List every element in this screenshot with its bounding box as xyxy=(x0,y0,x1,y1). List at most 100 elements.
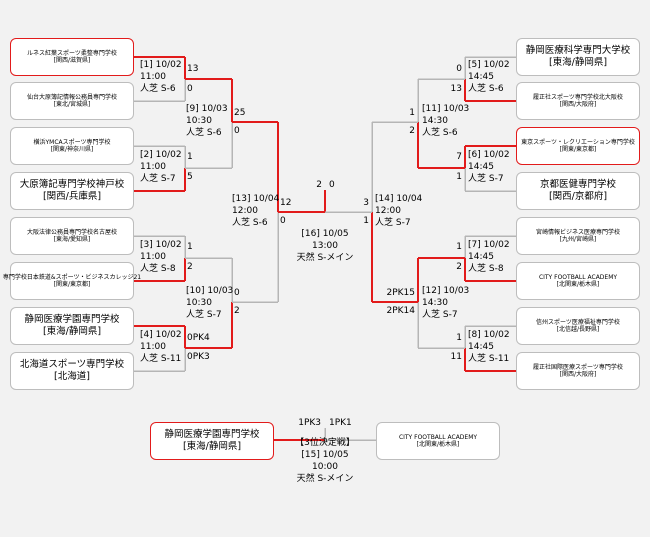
match-time: 11:00 xyxy=(140,342,166,352)
match-venue: 人芝 S-6 xyxy=(422,128,458,138)
match-number: [6] 10/02 xyxy=(468,150,510,160)
match-number: [10] 10/03 xyxy=(186,286,234,296)
score: 0PK4 xyxy=(187,333,210,343)
match-time: 12:00 xyxy=(232,206,258,216)
match-number: [5] 10/02 xyxy=(468,60,510,70)
match-venue: 人芝 S-8 xyxy=(468,264,504,274)
team-name: 静岡医療学園専門学校 xyxy=(164,429,260,441)
match-number: [8] 10/02 xyxy=(468,330,510,340)
team-box-l3: 横浜YMCAスポーツ専門学校[関東/神奈川県] xyxy=(10,127,134,165)
match-time: 13:00 xyxy=(312,241,338,251)
team-region: [東海/愛知県] xyxy=(53,236,91,243)
match-time: 14:45 xyxy=(468,162,494,172)
team-box-t2: CITY FOOTBALL ACADEMY[北関東/栃木県] xyxy=(376,422,500,460)
score: 2 xyxy=(409,126,415,136)
team-name: 東京スポーツ・レクリエーション専門学校 xyxy=(521,138,635,146)
match-number: [12] 10/03 xyxy=(422,286,470,296)
team-region: [東北/宮城県] xyxy=(53,101,91,108)
match-time: 10:00 xyxy=(312,462,338,472)
score: 1 xyxy=(187,152,193,162)
team-region: [関西/大阪府] xyxy=(559,371,597,378)
score: 1PK1 xyxy=(329,418,352,428)
match-time: 11:00 xyxy=(140,162,166,172)
team-name: CITY FOOTBALL ACADEMY xyxy=(538,273,618,281)
team-name: 大原簿記専門学校神戸校 xyxy=(19,179,125,191)
match-venue: 人芝 S-6 xyxy=(186,128,222,138)
team-region: [関西/大阪府] xyxy=(559,101,597,108)
team-region: [関西/京都府] xyxy=(548,191,608,202)
score: 13 xyxy=(187,64,199,74)
team-region: [北関東/栃木県] xyxy=(416,441,460,448)
score: 0 xyxy=(234,288,240,298)
team-region: [北海道] xyxy=(54,371,90,382)
team-region: [東海/静岡県] xyxy=(548,57,608,68)
team-name: 信州スポーツ医療福祉専門学校 xyxy=(536,318,620,326)
match-number: [11] 10/03 xyxy=(422,104,470,114)
match-venue: 人芝 S-8 xyxy=(140,264,176,274)
match-time: 14:45 xyxy=(468,342,494,352)
match-time: 11:00 xyxy=(140,252,166,262)
score: 1 xyxy=(456,242,462,252)
score: 0 xyxy=(187,84,193,94)
match-venue: 人芝 S-7 xyxy=(140,174,176,184)
score: 1 xyxy=(456,333,462,343)
score: 2PK14 xyxy=(386,306,415,316)
match-venue: 天然 S-メイン xyxy=(296,474,354,484)
score: 2 xyxy=(187,262,193,272)
team-box-r8: 履正社国際医療スポーツ専門学校[関西/大阪府] xyxy=(516,352,640,390)
match-venue: 人芝 S-7 xyxy=(468,174,504,184)
team-box-r4: 京都医健専門学校[関西/京都府] xyxy=(516,172,640,210)
score: 1 xyxy=(409,108,415,118)
score: 0 xyxy=(280,216,286,226)
score: 1 xyxy=(187,242,193,252)
team-box-t1: 静岡医療学園専門学校[東海/静岡県] xyxy=(150,422,274,460)
team-box-r5: 宮崎情報ビジネス医療専門学校[九州/宮崎県] xyxy=(516,217,640,255)
team-region: [関東/東京都] xyxy=(559,146,597,153)
match-time: 14:45 xyxy=(468,72,494,82)
match-number: [15] 10/05 xyxy=(301,450,349,460)
team-name: 履正社国際医療スポーツ専門学校 xyxy=(533,363,623,371)
score: 1 xyxy=(456,172,462,182)
match-number: [14] 10/04 xyxy=(375,194,423,204)
score: 12 xyxy=(280,198,292,208)
match-venue: 天然 S-メイン xyxy=(296,253,354,263)
team-name: 北海道スポーツ専門学校 xyxy=(19,359,125,371)
team-region: [関西/兵庫県] xyxy=(42,191,102,202)
team-region: [九州/宮崎県] xyxy=(559,236,597,243)
match-venue: 人芝 S-6 xyxy=(140,84,176,94)
score: 13 xyxy=(450,84,462,94)
score: 3 xyxy=(363,198,369,208)
score: 0 xyxy=(234,126,240,136)
team-name: 宮崎情報ビジネス医療専門学校 xyxy=(535,228,620,236)
match-time: 14:30 xyxy=(422,298,448,308)
match-venue: 人芝 S-11 xyxy=(468,354,510,364)
match-time: 14:30 xyxy=(422,116,448,126)
team-region: [北信越/長野県] xyxy=(556,326,600,333)
score: 5 xyxy=(187,172,193,182)
match-number: [16] 10/05 xyxy=(301,229,349,239)
match-number: [2] 10/02 xyxy=(140,150,182,160)
team-name: ルネス紅葉スポーツ柔整専門学校 xyxy=(27,49,117,57)
team-box-r3: 東京スポーツ・レクリエーション専門学校[関東/東京都] xyxy=(516,127,640,165)
score: 0 xyxy=(329,180,335,190)
team-name: 静岡医療学園専門学校 xyxy=(24,314,120,326)
match-venue: 人芝 S-11 xyxy=(140,354,182,364)
team-name: 仙台大原簿記情報公務員専門学校 xyxy=(26,93,117,101)
team-box-l1: ルネス紅葉スポーツ柔整専門学校[関西/滋賀県] xyxy=(10,38,134,76)
team-box-l6: 専門学校日本鉄道&スポーツ・ビジネスカレッジ21[関東/東京都] xyxy=(3,262,141,300)
team-name: 専門学校日本鉄道&スポーツ・ビジネスカレッジ21 xyxy=(2,273,142,281)
match-venue: 人芝 S-7 xyxy=(186,310,222,320)
match-number: [13] 10/04 xyxy=(232,194,280,204)
team-region: [関東/神奈川県] xyxy=(50,146,94,153)
team-region: [関西/滋賀県] xyxy=(53,57,91,64)
team-box-l7: 静岡医療学園専門学校[東海/静岡県] xyxy=(10,307,134,345)
match-venue: 人芝 S-6 xyxy=(232,218,268,228)
team-name: 横浜YMCAスポーツ専門学校 xyxy=(33,138,111,146)
team-name: CITY FOOTBALL ACADEMY xyxy=(398,433,478,441)
team-name: 京都医健専門学校 xyxy=(539,179,616,191)
score: 11 xyxy=(450,352,462,362)
match-time: 12:00 xyxy=(375,206,401,216)
score: 0PK3 xyxy=(187,352,210,362)
team-name: 静岡医療科学専門大学校 xyxy=(525,45,631,57)
